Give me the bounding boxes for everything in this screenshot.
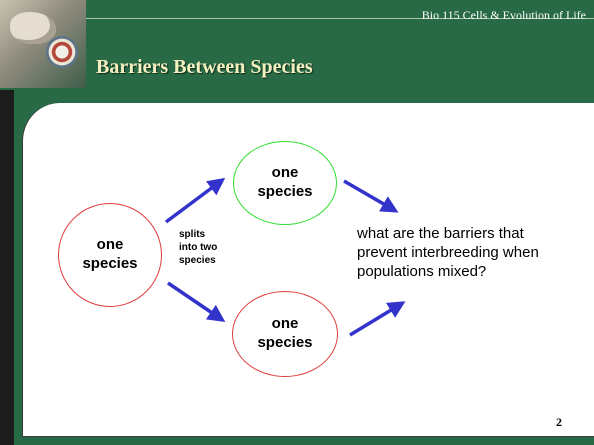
species-circle-original: one species <box>58 203 162 307</box>
rock-image <box>10 12 56 44</box>
question-text: what are the barriers that prevent inter… <box>357 225 539 282</box>
university-seal-icon <box>0 0 86 88</box>
arrow-top-to-question <box>344 181 394 210</box>
arrow-bottom-to-question <box>350 304 401 335</box>
split-label: splits into two species <box>179 228 217 267</box>
slide-title: Barriers Between Species <box>96 56 313 79</box>
seal-emblem <box>46 36 78 68</box>
course-label: Bio 115 Cells & Evolution of Life <box>422 8 586 23</box>
left-strip <box>0 90 14 445</box>
arrow-left-to-bottom <box>168 283 221 319</box>
species-circle-top: one species <box>233 141 337 225</box>
page-number: 2 <box>556 415 562 430</box>
arrow-left-to-top <box>166 181 221 222</box>
content-area: one species one species one species spli… <box>22 103 594 437</box>
species-circle-bottom: one species <box>232 291 338 377</box>
